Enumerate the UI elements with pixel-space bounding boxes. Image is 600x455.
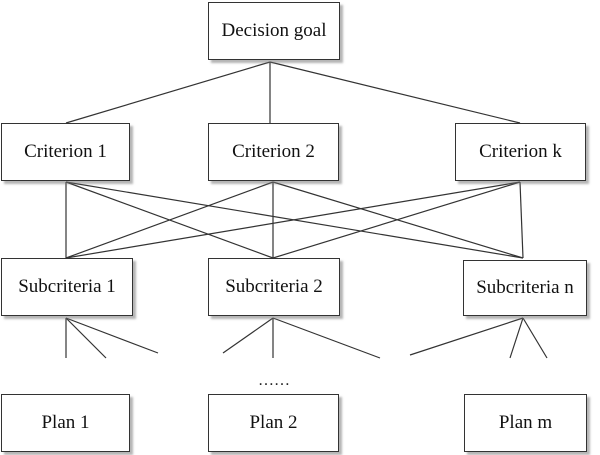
subcriteria-label-2: Subcriteria 2 bbox=[225, 276, 323, 297]
edge-goal-criterion-1 bbox=[65, 61, 271, 124]
edge-criterion-k-subcriteria-n bbox=[519, 181, 524, 259]
edge-criterion-k-subcriteria-1 bbox=[65, 181, 521, 259]
criterion-box-2: Criterion 2 bbox=[208, 123, 339, 181]
criterion-box-k: Criterion k bbox=[455, 123, 586, 181]
fan-subcriteria-2-a bbox=[222, 317, 274, 354]
edge-goal-criterion-k bbox=[269, 61, 521, 124]
edge-criterion-k-subcriteria-2 bbox=[272, 181, 521, 259]
fan-subcriteria-n-b bbox=[509, 317, 524, 359]
subcriteria-box-2: Subcriteria 2 bbox=[208, 258, 340, 316]
subcriteria-label-n: Subcriteria n bbox=[476, 277, 574, 298]
plans-ellipsis: …… bbox=[258, 372, 290, 389]
decision-goal-box: Decision goal bbox=[208, 2, 340, 60]
fan-subcriteria-n-a bbox=[409, 317, 524, 356]
decision-goal-label: Decision goal bbox=[221, 20, 327, 41]
criterion-label-1: Criterion 1 bbox=[24, 141, 107, 162]
plan-label-1: Plan 1 bbox=[41, 412, 90, 433]
subcriteria-label-1: Subcriteria 1 bbox=[18, 276, 116, 297]
criterion-label-2: Criterion 2 bbox=[232, 141, 315, 162]
plan-box-2: Plan 2 bbox=[208, 394, 339, 452]
edge-criterion-2-subcriteria-1 bbox=[65, 181, 274, 259]
plan-label-m: Plan m bbox=[498, 412, 553, 433]
subcriteria-box-1: Subcriteria 1 bbox=[1, 258, 133, 316]
fan-subcriteria-1-c bbox=[65, 317, 159, 354]
plan-box-1: Plan 1 bbox=[1, 394, 130, 452]
fan-subcriteria-2-c bbox=[272, 317, 381, 359]
fan-subcriteria-1-b bbox=[65, 317, 107, 359]
criterion-box-1: Criterion 1 bbox=[1, 123, 130, 181]
criterion-label-k: Criterion k bbox=[479, 141, 562, 162]
subcriteria-box-n: Subcriteria n bbox=[463, 260, 587, 316]
plan-label-2: Plan 2 bbox=[249, 412, 298, 433]
fan-subcriteria-n-c bbox=[522, 317, 548, 359]
plan-box-m: Plan m bbox=[464, 394, 587, 452]
